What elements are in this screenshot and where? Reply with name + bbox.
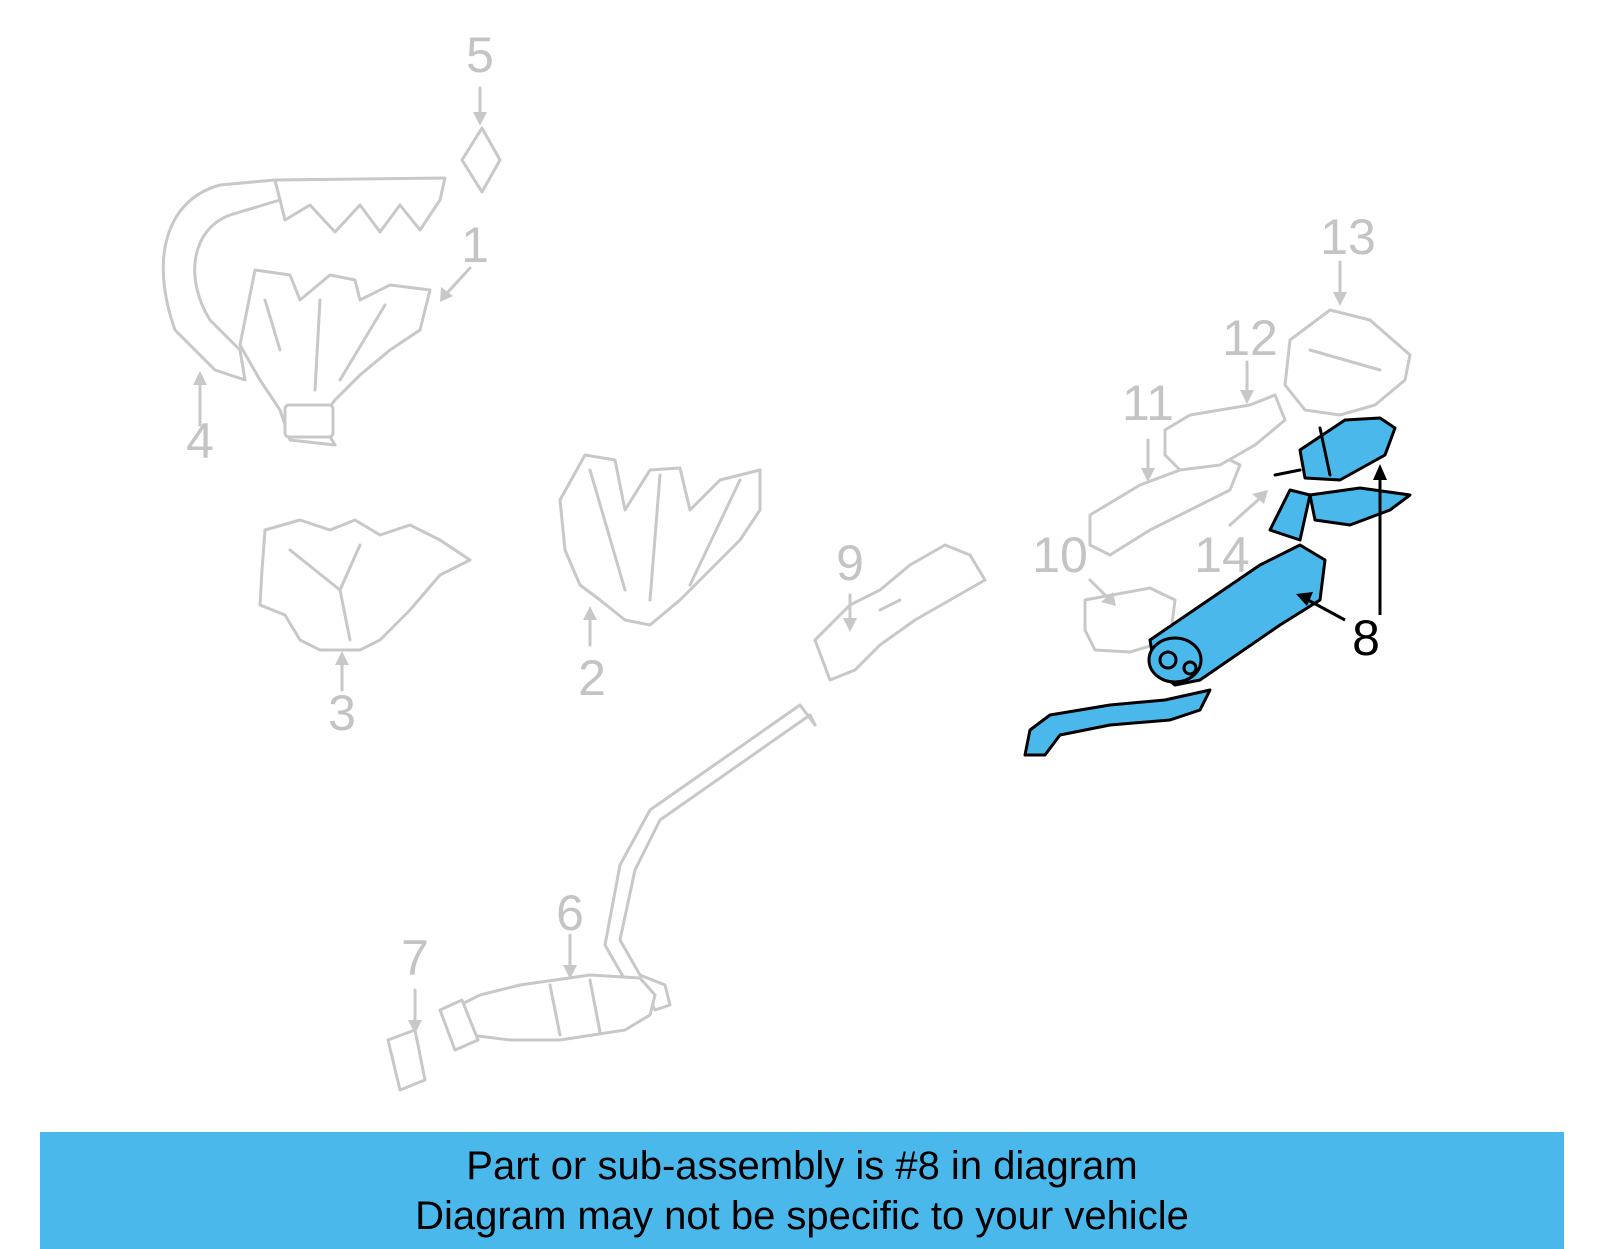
callout-14: 14 (1194, 527, 1250, 583)
part-2-heat-shield (558, 453, 762, 627)
callout-3: 3 (328, 685, 356, 741)
callout-2: 2 (578, 650, 606, 706)
banner-line-part-number: Part or sub-assembly is #8 in diagram (466, 1143, 1138, 1188)
callout-8: 8 (1352, 610, 1380, 666)
info-banner: Part or sub-assembly is #8 in diagram Di… (40, 1132, 1564, 1249)
callout-4: 4 (186, 413, 214, 469)
part-9-heat-shield (813, 543, 987, 682)
callout-1: 1 (461, 217, 489, 273)
part-5-gasket (460, 126, 502, 194)
part-6-catalytic-converter-pipe (438, 703, 817, 1052)
callout-6: 6 (556, 885, 584, 941)
callout-10: 10 (1032, 527, 1088, 583)
part-1-4-exhaust-manifold (161, 176, 447, 447)
part-8-leader-lines (1296, 464, 1387, 622)
part-12-heat-shield (1163, 393, 1287, 472)
parts-diagram: 5 1 4 3 2 9 6 7 10 11 12 13 14 8 (161, 27, 1412, 1092)
part-8-muffler-assembly (1023, 416, 1412, 757)
ghost-leader-lines (193, 86, 1347, 1034)
part-11-heat-shield (1088, 453, 1242, 557)
callout-9: 9 (836, 535, 864, 591)
callout-labels: 5 1 4 3 2 9 6 7 10 11 12 13 14 8 (186, 27, 1380, 986)
callout-11: 11 (1122, 375, 1174, 431)
part-7-gasket (386, 1028, 427, 1092)
banner-line-disclaimer: Diagram may not be specific to your vehi… (415, 1193, 1189, 1238)
part-13-heat-shield (1283, 308, 1412, 417)
callout-13: 13 (1320, 209, 1376, 265)
callout-12: 12 (1222, 310, 1278, 366)
callout-7: 7 (401, 930, 429, 986)
callout-5: 5 (466, 27, 494, 83)
part-3-heat-shield (258, 518, 472, 652)
